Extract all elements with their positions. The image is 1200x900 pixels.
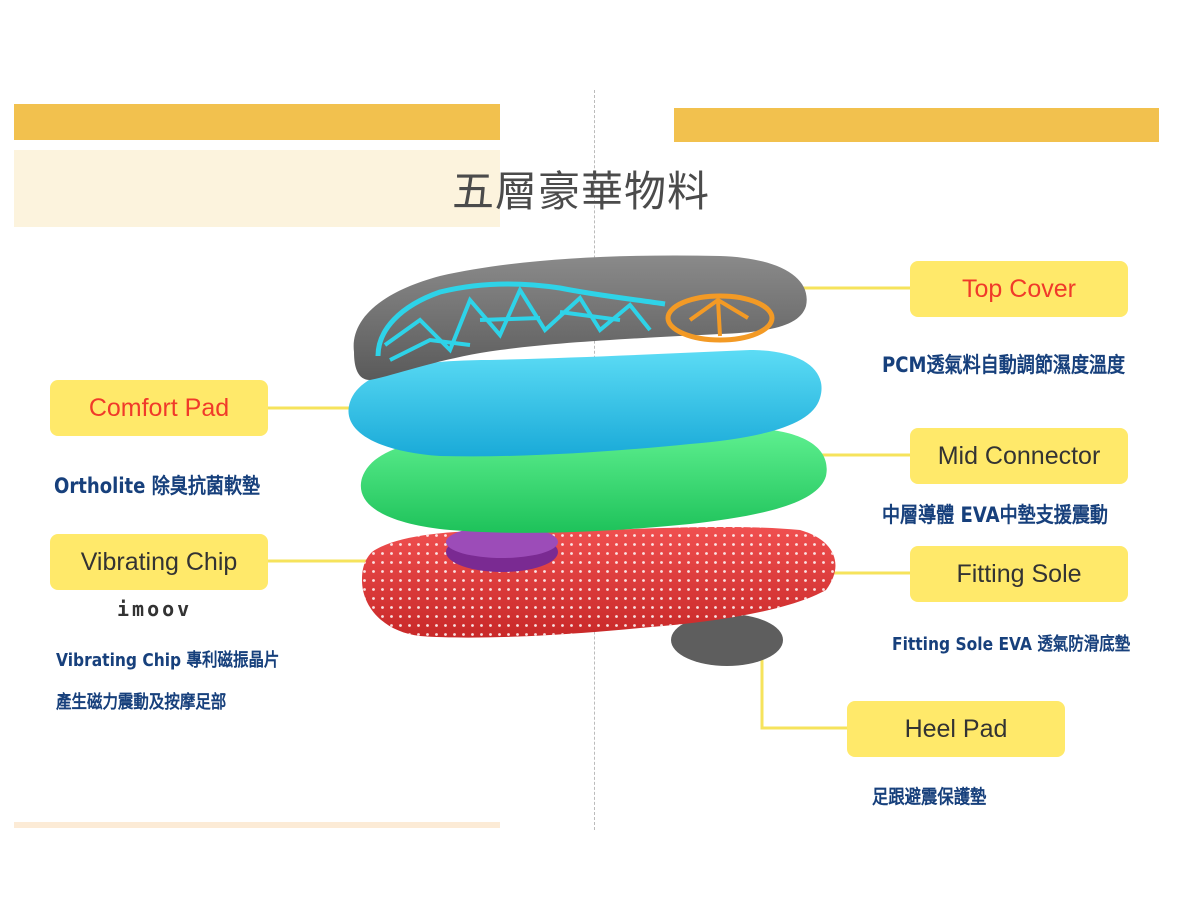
heel-pad-description: 足跟避震保護墊 (872, 786, 987, 808)
top-cover-label: Top Cover (910, 261, 1128, 317)
heel-pad-label: Heel Pad (847, 701, 1065, 757)
top-cover-layer (353, 255, 807, 380)
vibrating-chip-description: Vibrating Chip 專利磁振晶片 (56, 650, 280, 671)
page-title: 五層豪華物料 (452, 167, 711, 216)
vibrating-chip (446, 526, 558, 572)
fitting-sole-description: Fitting Sole EVA 透氣防滑底墊 (892, 634, 1131, 655)
imoov-brand-logo: imoov (117, 597, 193, 621)
fitting-sole-label: Fitting Sole (910, 546, 1128, 602)
comfort-pad-layer (348, 350, 822, 457)
comfort-pad-description: Ortholite 除臭抗菌軟墊 (54, 474, 261, 498)
comfort-pad-label: Comfort Pad (50, 380, 268, 436)
vibrating-chip-description-2: 產生磁力震動及按摩足部 (56, 692, 227, 713)
mid-connector-description: 中層導體 EVA中墊支援震動 (882, 503, 1108, 527)
title-band (14, 150, 500, 227)
vibrating-chip-label: Vibrating Chip (50, 534, 268, 590)
bottom-accent-bar (14, 822, 500, 828)
heel-pad-layer (671, 614, 783, 666)
mid-connector-label: Mid Connector (910, 428, 1128, 484)
top-right-accent-bar (674, 108, 1159, 142)
top-left-accent-bar (14, 104, 500, 140)
top-cover-description: PCM透氣料自動調節濕度溫度 (882, 353, 1126, 377)
